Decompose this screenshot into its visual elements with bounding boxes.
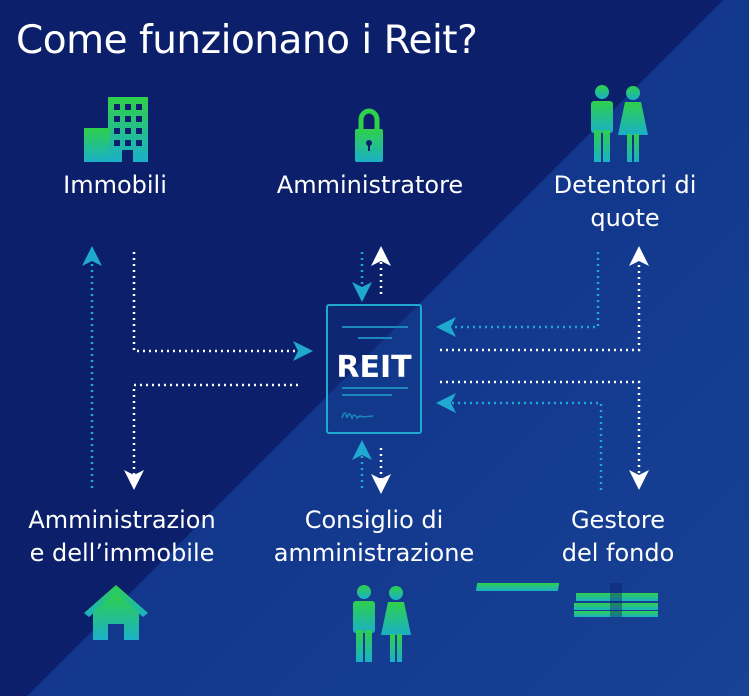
arrow-reit-to-detentori [440, 246, 649, 352]
label-line: amministrazione [273, 539, 475, 567]
arrow-detentori-to-reit [436, 252, 600, 337]
lock-icon [355, 108, 383, 162]
arrow-immobili-to-reit [132, 252, 313, 361]
label-gestore: Gestore del fondo [498, 504, 738, 570]
label-amministrazione-immobile: Amministrazion e dell’immobile [2, 504, 242, 570]
label-line: Gestore [570, 506, 666, 534]
reit-label: REIT [336, 350, 412, 385]
label-line: quote [590, 204, 660, 232]
label-line: del fondo [561, 539, 675, 567]
label-line: Consiglio di [304, 506, 444, 534]
document-lines [342, 326, 408, 396]
label-immobili: Immobili [63, 171, 167, 199]
arrow-reit-to-gestore [440, 380, 649, 490]
money-icon [475, 583, 658, 617]
label-amministratore: Amministratore [276, 171, 464, 199]
arrow-reit-to-amministrazione [124, 383, 298, 490]
page-title: Come funzionano i Reit? [16, 18, 478, 63]
signature-icon [341, 412, 374, 421]
arrow-gestore-to-reit [436, 393, 603, 490]
reit-document [326, 304, 422, 434]
label-line: Detentori di [553, 171, 697, 199]
label-detentori: Detentori di quote [505, 169, 745, 235]
label-line: e dell’immobile [29, 539, 215, 567]
people-icon [591, 85, 648, 162]
house-icon [84, 585, 148, 640]
label-line: Amministrazion [28, 506, 216, 534]
label-consiglio: Consiglio di amministrazione [254, 504, 494, 570]
people-icon [353, 585, 411, 662]
building-icon [84, 97, 148, 162]
